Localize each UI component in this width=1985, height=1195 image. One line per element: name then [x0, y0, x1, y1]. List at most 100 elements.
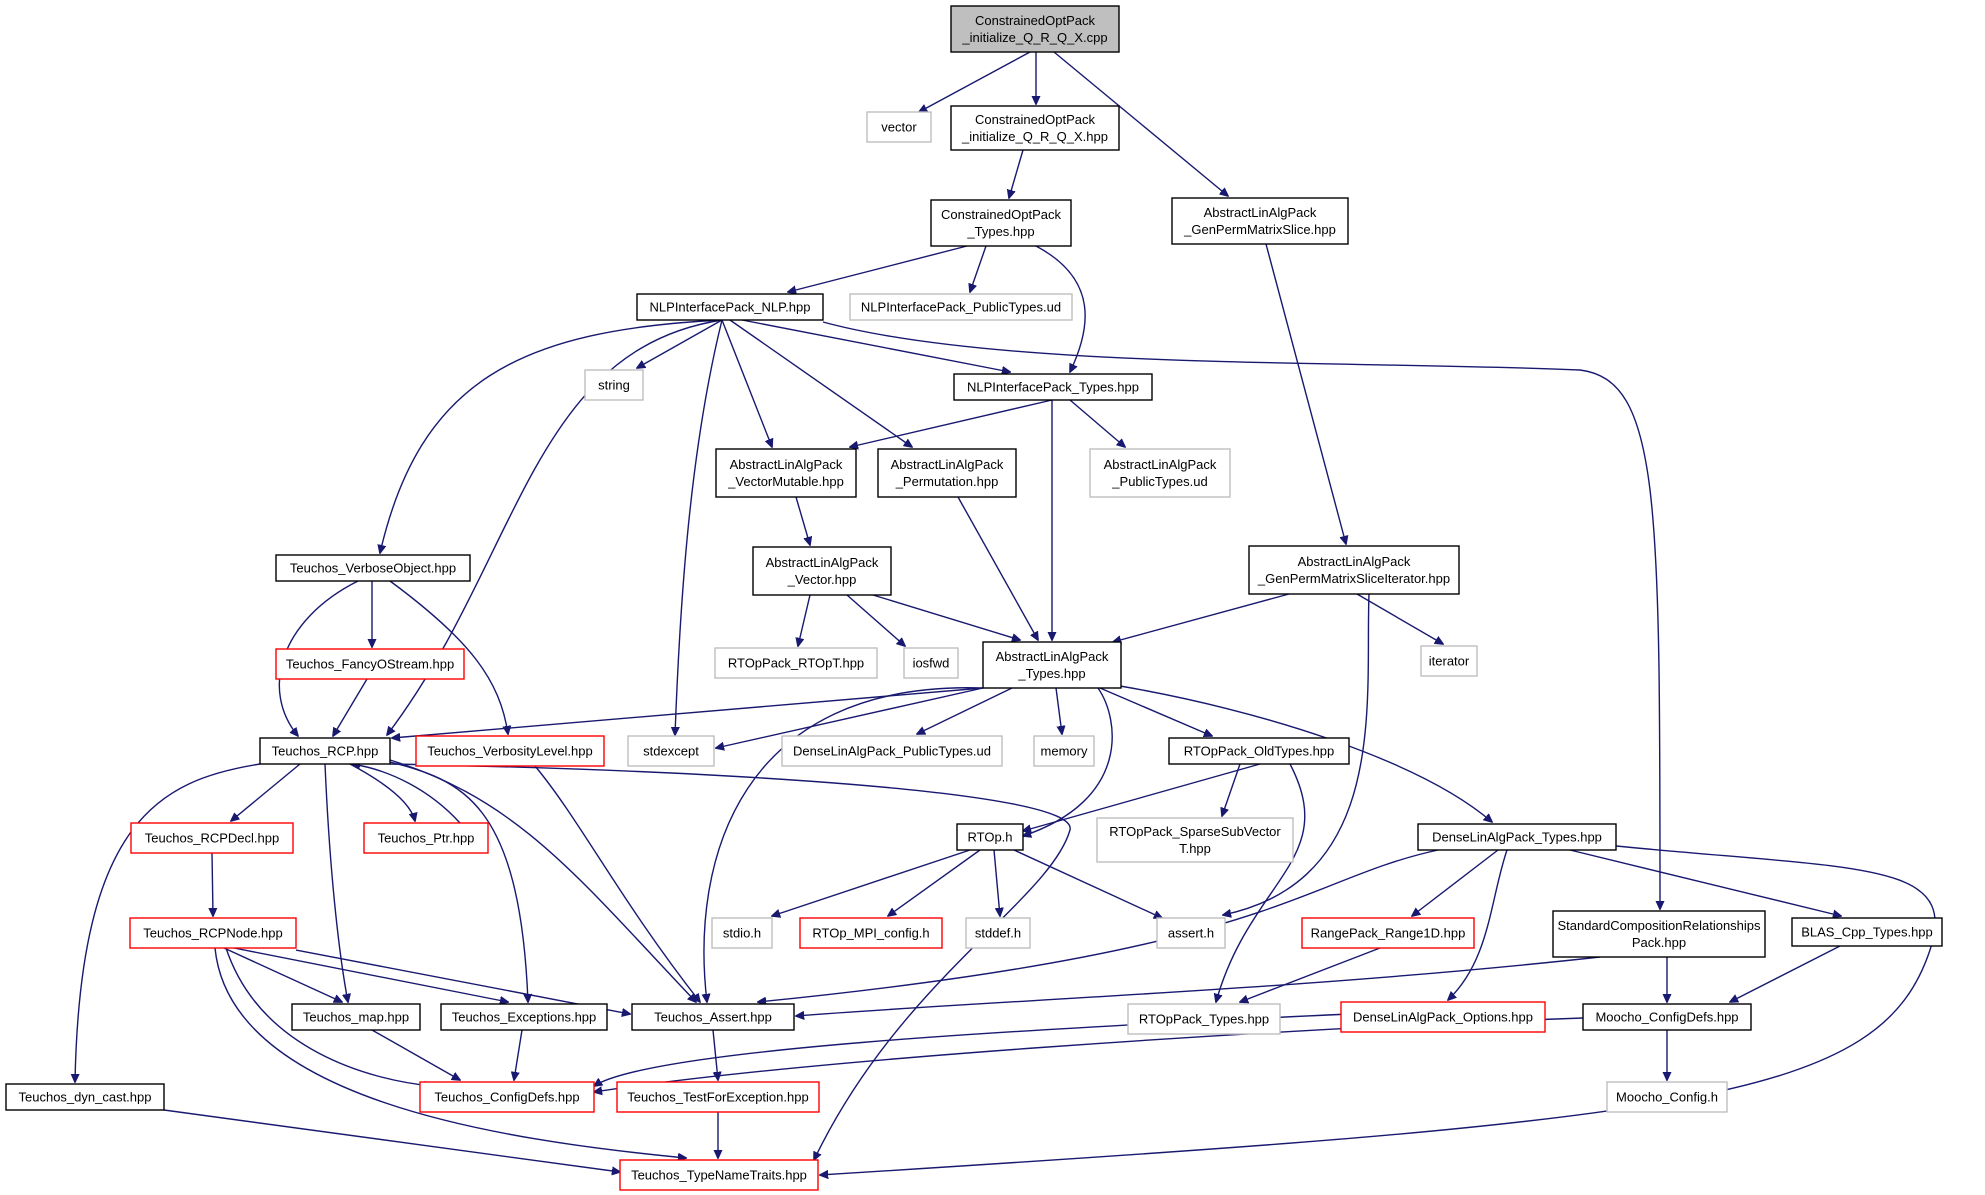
dependency-edge-alap_vector-26	[846, 594, 905, 646]
node-box	[953, 373, 1153, 401]
node-box	[877, 448, 1017, 498]
file-node-tconfigdefs[interactable]: Teuchos_ConfigDefs.hpp	[419, 1081, 595, 1113]
node-box	[950, 5, 1120, 53]
file-node-assert_h: assert.h	[1156, 917, 1226, 949]
node-box	[1417, 823, 1617, 851]
dependency-edge-rcpnode-66	[233, 947, 508, 1002]
node-box	[1301, 917, 1475, 949]
file-node-rcp[interactable]: Teuchos_RCP.hpp	[259, 737, 391, 765]
node-box	[291, 1003, 421, 1031]
file-node-moocho_config: Moocho_Config.h	[1606, 1081, 1728, 1113]
dependency-edge-rtop_oldtypes-48	[1023, 763, 1261, 831]
file-node-fancy[interactable]: Teuchos_FancyOStream.hpp	[275, 648, 465, 680]
dependency-edge-fancy-24	[333, 678, 368, 736]
file-node-rtop_types: RTOpPack_Types.hpp	[1127, 1003, 1281, 1035]
node-box	[982, 641, 1122, 689]
dependency-edge-blas-64	[1730, 945, 1841, 1002]
node-label: RTOpPack_Types.hpp	[1139, 1012, 1269, 1027]
dependency-edge-nlp-13	[729, 319, 912, 447]
node-label: NLPInterfacePack_NLP.hpp	[650, 300, 811, 315]
dependency-edge-alap_vector-25	[798, 594, 811, 646]
dependency-edge-alap_iter-28	[1113, 593, 1290, 642]
file-node-rcpdecl[interactable]: Teuchos_RCPDecl.hpp	[130, 822, 294, 854]
file-node-alap_iter[interactable]: AbstractLinAlgPack_GenPermMatrixSliceIte…	[1248, 545, 1460, 595]
dependency-edge-cop_types-5	[788, 245, 968, 292]
file-node-alap_vecmut[interactable]: AbstractLinAlgPack_VectorMutable.hpp	[715, 448, 857, 498]
file-node-dense_types[interactable]: DenseLinAlgPack_Types.hpp	[1417, 823, 1617, 851]
node-label: ConstrainedOptPack	[975, 112, 1095, 127]
node-box	[956, 823, 1024, 851]
node-box	[419, 1081, 595, 1113]
file-node-ptr[interactable]: Teuchos_Ptr.hpp	[363, 822, 489, 854]
node-label: Teuchos_map.hpp	[303, 1010, 409, 1025]
dependency-edge-rtop_h-55	[1013, 849, 1162, 918]
node-label: AbstractLinAlgPack	[996, 649, 1109, 664]
node-box	[363, 822, 489, 854]
dependency-edge-verbose-23	[389, 580, 508, 734]
dependency-edge-nlp-12	[721, 319, 772, 447]
file-node-alap_genperm[interactable]: AbstractLinAlgPack_GenPermMatrixSlice.hp…	[1171, 197, 1349, 245]
file-node-rtop_oldtypes[interactable]: RTOpPack_OldTypes.hpp	[1168, 737, 1350, 765]
node-box	[129, 917, 297, 949]
node-box	[5, 1083, 165, 1111]
file-nodes: ConstrainedOptPack_initialize_Q_R_Q_X.cp…	[5, 5, 1943, 1191]
dependency-edge-stdcomp-62	[796, 956, 1601, 1016]
file-node-typename[interactable]: Teuchos_TypeNameTraits.hpp	[619, 1159, 819, 1191]
node-box	[1791, 917, 1943, 947]
file-node-cop_init_hpp[interactable]: ConstrainedOptPack_initialize_Q_R_Q_X.hp…	[950, 105, 1120, 151]
file-node-nlp[interactable]: NLPInterfacePack_NLP.hpp	[636, 293, 824, 321]
node-box	[1168, 737, 1350, 765]
file-node-blas[interactable]: BLAS_Cpp_Types.hpp	[1791, 917, 1943, 947]
file-node-verbosity[interactable]: Teuchos_VerbosityLevel.hpp	[415, 735, 605, 767]
node-label: RTOp.h	[967, 830, 1012, 845]
dependency-edge-dyncast-77	[163, 1109, 620, 1172]
file-node-rtop_h[interactable]: RTOp.h	[956, 823, 1024, 851]
file-node-tmap[interactable]: Teuchos_map.hpp	[291, 1003, 421, 1031]
file-node-nlp_types[interactable]: NLPInterfacePack_Types.hpp	[953, 373, 1153, 401]
node-label: iterator	[1429, 654, 1470, 669]
file-node-alap_types[interactable]: AbstractLinAlgPack _Types.hpp	[982, 641, 1122, 689]
dependency-edge-rcp-42	[349, 763, 415, 821]
node-box	[1552, 910, 1766, 958]
node-box	[1606, 1081, 1728, 1113]
dependency-edge-tmap-70	[371, 1029, 460, 1080]
node-label: DenseLinAlgPack_Options.hpp	[1353, 1010, 1533, 1025]
node-box	[259, 737, 391, 765]
file-node-tassert[interactable]: Teuchos_Assert.hpp	[631, 1003, 795, 1031]
file-node-range1d[interactable]: RangePack_Range1D.hpp	[1301, 917, 1475, 949]
file-node-testforexc[interactable]: Teuchos_TestForException.hpp	[616, 1081, 820, 1113]
node-label: AbstractLinAlgPack	[1104, 457, 1217, 472]
file-node-moocho_cfgdefs[interactable]: Moocho_ConfigDefs.hpp	[1582, 1003, 1752, 1031]
dependency-edge-nlp_types-16	[850, 399, 1053, 447]
node-label: RTOpPack_OldTypes.hpp	[1184, 744, 1335, 759]
node-label: Teuchos_TypeNameTraits.hpp	[631, 1168, 807, 1183]
file-node-rtop_mpi[interactable]: RTOp_MPI_config.h	[799, 917, 943, 949]
node-box	[636, 293, 824, 321]
node-label: _Types.hpp	[1017, 666, 1085, 681]
file-node-stdio: stdio.h	[711, 917, 773, 949]
file-node-cop_types[interactable]: ConstrainedOptPack_Types.hpp	[930, 199, 1072, 247]
dependency-edge-cop_types-7	[1035, 245, 1086, 372]
dependency-edge-nlp-9	[380, 319, 723, 553]
file-node-dyncast[interactable]: Teuchos_dyn_cast.hpp	[5, 1083, 165, 1111]
file-node-alap_perm[interactable]: AbstractLinAlgPack_Permutation.hpp	[877, 448, 1017, 498]
file-node-alap_vector[interactable]: AbstractLinAlgPack_Vector.hpp	[752, 546, 892, 596]
file-node-texc[interactable]: Teuchos_Exceptions.hpp	[440, 1003, 608, 1031]
file-node-rcpnode[interactable]: Teuchos_RCPNode.hpp	[129, 917, 297, 949]
node-box	[715, 448, 857, 498]
dependency-edge-alap_iter-30	[1223, 593, 1370, 915]
dependency-edge-alap_types-33	[917, 687, 1013, 734]
dependency-edge-root-0	[919, 51, 1031, 112]
dependency-edge-nlp-15	[822, 321, 1660, 909]
node-box	[866, 111, 932, 143]
node-label: _Permutation.hpp	[895, 474, 999, 489]
dependency-edge-root-2	[1053, 51, 1228, 196]
dependency-edge-nlp_types-17	[1069, 399, 1125, 447]
file-node-root[interactable]: ConstrainedOptPack_initialize_Q_R_Q_X.cp…	[950, 5, 1120, 53]
dependency-edge-verbosity-47	[534, 765, 700, 1002]
node-label: Moocho_ConfigDefs.hpp	[1595, 1010, 1738, 1025]
file-node-dense_opts[interactable]: DenseLinAlgPack_Options.hpp	[1340, 1001, 1546, 1033]
file-node-verbose[interactable]: Teuchos_VerboseObject.hpp	[275, 554, 471, 582]
node-box	[903, 647, 959, 679]
